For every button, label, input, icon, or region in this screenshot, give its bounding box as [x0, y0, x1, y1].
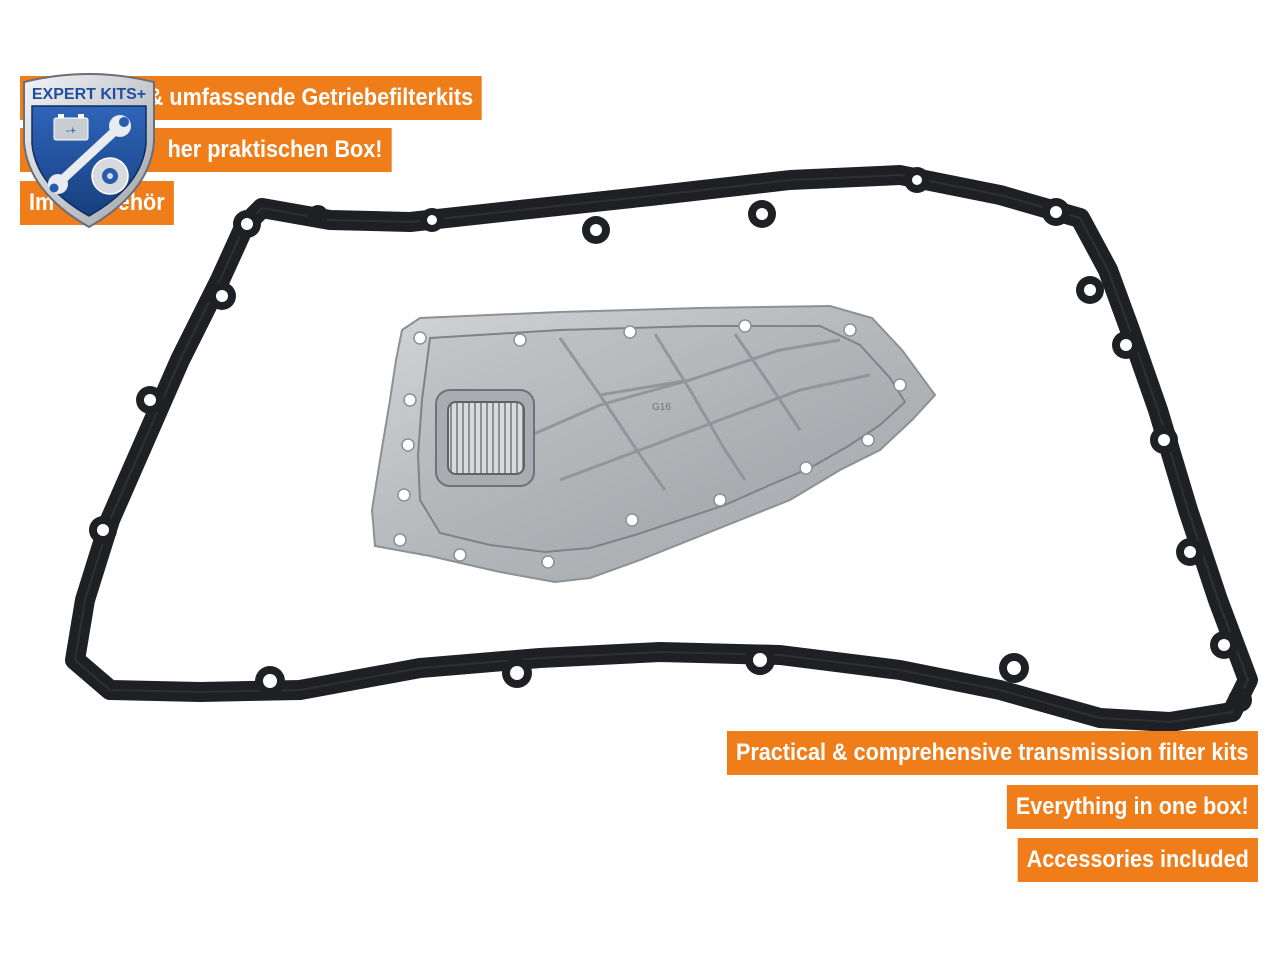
battery-icon: -+ — [53, 114, 89, 141]
filter-marking: G16 — [652, 402, 671, 413]
banner-en-one-box: Everything in one box! — [1007, 785, 1258, 829]
brake-disc-icon — [91, 157, 129, 195]
transmission-filter: G16 — [370, 304, 937, 584]
battery-sign: -+ — [66, 125, 76, 137]
banner-en-accessories: Accessories included — [1017, 838, 1258, 882]
wrench-icon — [48, 115, 131, 194]
transmission-gasket — [65, 165, 1258, 732]
badge-label: EXPERT KITS+ — [32, 86, 146, 103]
banner-en-comprehensive-kits: Practical & comprehensive transmission f… — [727, 731, 1258, 775]
expert-kits-badge: EXPERT KITS+ -+ — [23, 73, 155, 229]
